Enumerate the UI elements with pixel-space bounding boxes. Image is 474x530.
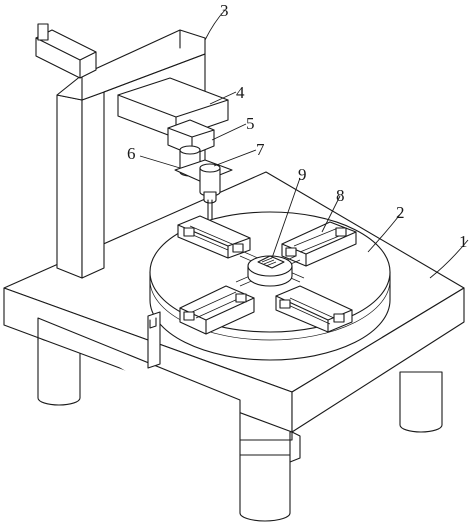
callout-8: 8: [336, 186, 345, 205]
side-bracket: [147, 311, 161, 369]
callout-4: 4: [236, 83, 245, 102]
column-frame: [35, 23, 206, 279]
front-leg: [239, 454, 291, 522]
callout-3: 3: [220, 1, 229, 20]
callout-labels: 1 2 3 4 5 6 7 8 9: [127, 1, 468, 251]
rear-right-leg: [399, 371, 443, 433]
center-chuck: [247, 255, 293, 287]
callout-6: 6: [127, 144, 136, 163]
callout-7: 7: [256, 140, 265, 159]
callout-5: 5: [246, 114, 255, 133]
fixture-bottom-right: [275, 285, 353, 333]
fixture-bottom-left: [179, 285, 255, 335]
callout-9: 9: [298, 165, 307, 184]
press-head: [117, 77, 233, 233]
fixture-top-right: [281, 221, 357, 267]
callout-1: 1: [459, 232, 468, 251]
fixture-top-left: [177, 215, 251, 259]
callout-2: 2: [396, 203, 405, 222]
leader-lines: [139, 9, 469, 279]
